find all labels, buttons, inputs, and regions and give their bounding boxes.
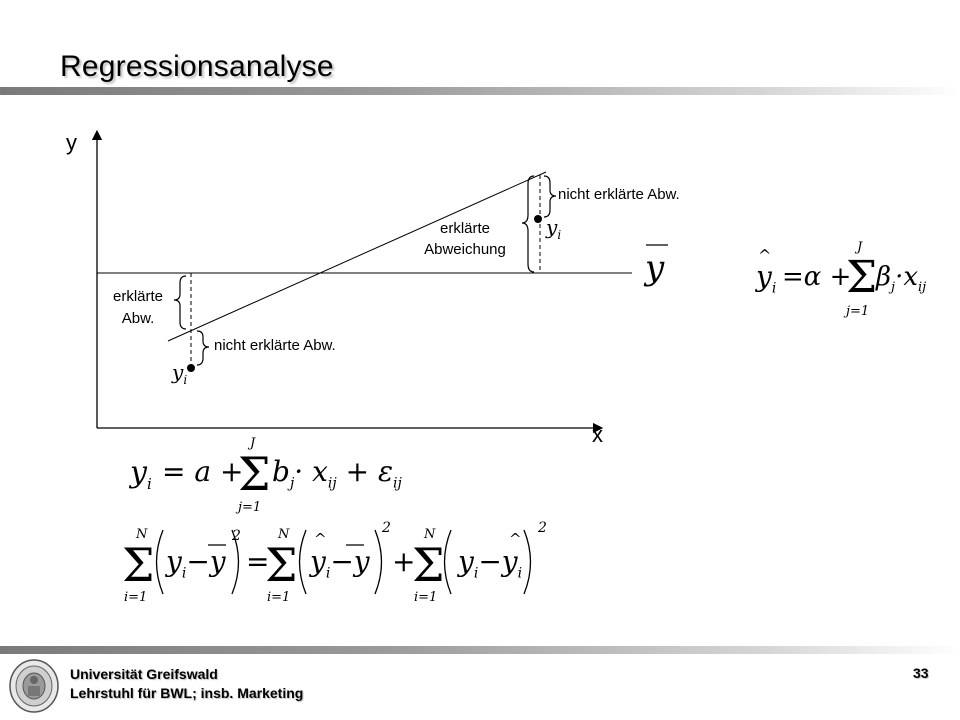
sum-icon: Σ [238, 447, 271, 501]
paren-open-1 [155, 529, 164, 595]
model-term: bj· xij + εij [272, 455, 402, 492]
var-power-2: 2 [382, 520, 391, 536]
sum-icon: Σ [412, 538, 445, 592]
university-seal-icon [9, 659, 59, 713]
upper-unexplained-brace [543, 175, 557, 218]
var-sum-bottom-2: i=1 [267, 590, 291, 605]
upper-explained-brace [521, 175, 535, 273]
paren-close-1 [231, 529, 240, 595]
model-sum-bottom: j=1 [238, 500, 262, 515]
lower-explained-label: erklärte Abw. [112, 288, 164, 327]
model-lhs: yi [130, 455, 152, 493]
footer-institution: Universität Greifswald Lehrstuhl für BWL… [70, 666, 304, 701]
var-sum-top-3: N [424, 527, 436, 542]
sum-icon: Σ [265, 538, 298, 592]
var-hat-3: ^ [509, 530, 522, 548]
title-divider [0, 87, 960, 95]
hat-symbol: ^ [758, 246, 772, 265]
upper-unexplained-label: nicht erklärte Abw. [558, 186, 680, 203]
lower-point-label: yi [172, 360, 188, 387]
regression-line [167, 171, 547, 342]
page-number: 33 [913, 665, 929, 681]
lower-unexplained-label: nicht erklärte Abw. [214, 337, 336, 354]
estimated-sum-top: J [857, 240, 863, 255]
estimated-lhs: yi [756, 260, 777, 297]
var-power-3: 2 [538, 520, 547, 536]
var-sum-bottom-3: i=1 [414, 590, 438, 605]
var-term-3: yi−yi [458, 545, 523, 582]
estimated-sum-bottom: j=1 [846, 304, 870, 319]
var-term-2: yi−y [310, 545, 370, 582]
var-sum-top-2: N [278, 527, 290, 542]
upper-point-label: yi [546, 215, 562, 242]
paren-close-2 [374, 529, 383, 595]
var-sum-top-1: N [136, 527, 148, 542]
estimated-term: βj·xij [876, 262, 927, 296]
mean-y-symbol: y [645, 248, 665, 288]
var-sum-bottom-1: i=1 [124, 590, 148, 605]
slide-title: Regressionsanalyse [60, 50, 334, 83]
var-hat-2: ^ [314, 530, 327, 548]
model-sum-top: J [250, 436, 256, 451]
var-eq: = [246, 545, 270, 578]
upper-explained-label: erklärte Abweichung [424, 220, 506, 258]
lower-explained-brace [173, 275, 187, 330]
paren-open-2 [298, 529, 307, 595]
sum-icon: Σ [846, 252, 878, 303]
sum-icon: Σ [122, 538, 155, 592]
var-power-1: 2 [232, 528, 241, 544]
upper-data-point [534, 215, 542, 223]
var-term-1: yi−y [166, 545, 226, 582]
paren-open-3 [443, 529, 452, 595]
paren-close-3 [523, 529, 532, 595]
model-eq: = a + [162, 455, 244, 488]
y-axis-label: y [66, 130, 77, 155]
var-plus: + [392, 545, 416, 578]
x-axis-label: x [592, 422, 603, 447]
lower-unexplained-brace [196, 330, 210, 366]
lower-data-point [187, 364, 195, 372]
footer-divider [0, 646, 960, 654]
estimated-eq: =α + [782, 262, 852, 292]
